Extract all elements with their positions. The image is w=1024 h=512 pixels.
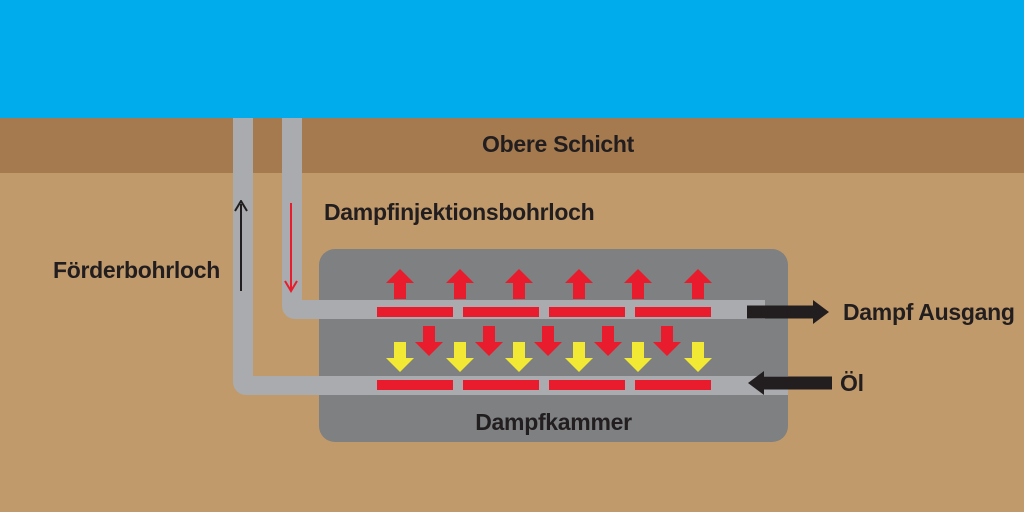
pipe-perforation-dash: [463, 380, 539, 390]
steam-outlet-label: Dampf Ausgang: [843, 299, 1015, 325]
steam-rise-arrow-icon: [564, 269, 593, 299]
production-well-label: Förderbohrloch: [52, 257, 220, 283]
oil-drain-arrow-icon: [505, 342, 533, 372]
steam-rise-arrow-icon: [624, 269, 652, 299]
upper-layer-label: Obere Schicht: [482, 131, 635, 157]
upper-layer-band: [0, 118, 1024, 173]
steam-rise-arrow-icon: [683, 269, 712, 299]
oil-inlet-arrow-icon: [748, 371, 832, 395]
pipe-perforation-dash: [463, 307, 539, 317]
oil-drain-arrow-icon: [386, 342, 414, 372]
steam-condense-arrow-icon: [593, 326, 622, 356]
injection-flow-down-arrow-icon: [284, 203, 298, 293]
steam-chamber-label: Dampfkammer: [475, 409, 632, 435]
oil-drain-arrow-icon: [564, 342, 593, 372]
steam-condense-arrow-icon: [534, 326, 562, 356]
oil-drain-arrow-icon: [624, 342, 652, 372]
steam-condense-arrow-icon: [415, 326, 443, 356]
pipe-perforation-dash: [377, 380, 453, 390]
steam-condense-arrow-icon: [474, 326, 503, 356]
steam-condense-arrow-icon: [653, 326, 681, 356]
pipe-perforation-dash: [635, 307, 711, 317]
steam-rise-arrow-icon: [445, 269, 474, 299]
steam-rise-arrow-icon: [505, 269, 533, 299]
steam-outlet-arrow-icon: [747, 300, 829, 324]
pipe-perforation-dash: [635, 380, 711, 390]
pipe-perforation-dash: [549, 380, 625, 390]
production-flow-up-arrow-icon: [234, 200, 248, 292]
oil-drain-arrow-icon: [445, 342, 474, 372]
pipe-perforation-dash: [549, 307, 625, 317]
sky: [0, 0, 1024, 118]
production-pipe-vertical: [233, 118, 253, 395]
pipe-perforation-dash: [377, 307, 453, 317]
oil-drain-arrow-icon: [683, 342, 712, 372]
injection-well-label: Dampfinjektionsbohrloch: [324, 199, 595, 225]
oil-label: Öl: [840, 370, 864, 396]
steam-rise-arrow-icon: [386, 269, 414, 299]
